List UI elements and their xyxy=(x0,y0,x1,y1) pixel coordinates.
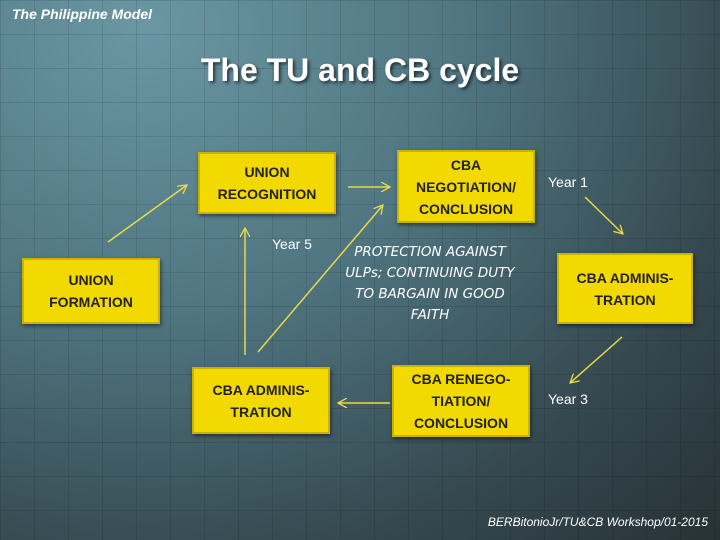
label-year-3: Year 3 xyxy=(548,391,588,407)
box-cba-administration-left: CBA ADMINIS-TRATION xyxy=(192,367,330,434)
box-union-recognition: UNION RECOGNITION xyxy=(198,152,336,214)
box-cba-negotiation: CBA NEGOTIATION/ CONCLUSION xyxy=(397,150,535,223)
box-union-formation: UNION FORMATION xyxy=(22,258,160,324)
box-cba-administration-right: CBA ADMINIS-TRATION xyxy=(557,253,693,324)
slide-header: The Philippine Model xyxy=(12,6,152,22)
box-cba-renegotiation: CBA RENEGO-TIATION/ CONCLUSION xyxy=(392,365,530,437)
arrow-administration-to-negotiation xyxy=(257,205,383,353)
footer-credit: BERBitonioJr/TU&CB Workshop/01-2015 xyxy=(487,515,708,529)
slide-title: The TU and CB cycle xyxy=(200,52,520,88)
arrow-administration-to-renegotiation xyxy=(570,336,623,383)
label-year-5: Year 5 xyxy=(272,236,312,252)
protection-note: PROTECTION AGAINST ULPs; CONTINUING DUTY… xyxy=(345,244,515,323)
arrow-negotiation-to-administration xyxy=(584,196,623,234)
label-year-1: Year 1 xyxy=(548,174,588,190)
arrow-formation-to-recognition xyxy=(107,185,187,243)
